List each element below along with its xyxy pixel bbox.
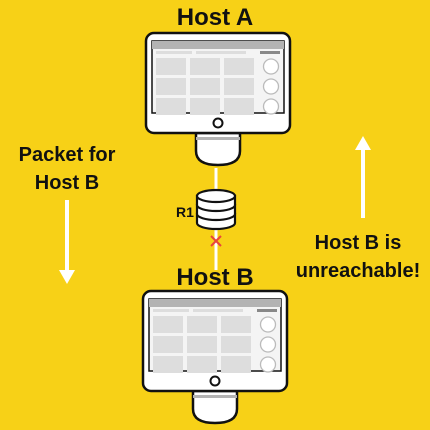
screen-toolbar-item xyxy=(153,309,189,312)
screen-cell xyxy=(156,78,186,95)
stand-shadow xyxy=(193,395,237,398)
screen-circle xyxy=(262,58,280,75)
arrow-down-icon xyxy=(59,200,75,284)
screen-cell xyxy=(156,58,186,75)
router-top xyxy=(195,188,237,204)
screen-cell xyxy=(187,356,217,373)
screen-cell xyxy=(224,58,254,75)
packet-note: Packet for Host B xyxy=(6,141,128,197)
screen-cell xyxy=(153,356,183,373)
screen-toolbar-item xyxy=(156,51,192,54)
packet-note-line-2: Host B xyxy=(34,172,100,194)
screen-circle xyxy=(262,78,280,95)
host-b-computer-icon xyxy=(141,289,289,425)
arrow-up-icon xyxy=(355,136,371,218)
screen-cell xyxy=(190,98,220,115)
stand-shadow xyxy=(196,137,240,140)
screen-cell xyxy=(221,336,251,353)
screen-cell xyxy=(187,316,217,333)
screen-cell xyxy=(221,356,251,373)
host-a-label: Host A xyxy=(176,4,254,31)
screen-cell xyxy=(156,98,186,115)
monitor-stand xyxy=(191,389,239,425)
x-stroke xyxy=(210,235,222,247)
arrow-head xyxy=(355,136,371,150)
screen-circle xyxy=(259,356,277,373)
screen-cell xyxy=(190,78,220,95)
screen-toolbar xyxy=(149,299,281,307)
unreachable-note-line-2: unreachable! xyxy=(295,260,421,282)
screen-toolbar-item xyxy=(257,309,277,312)
screen-cell xyxy=(224,98,254,115)
unreachable-note-line-1: Host B is xyxy=(314,232,402,254)
screen-circle xyxy=(262,98,280,115)
screen-cell xyxy=(190,58,220,75)
screen-circle xyxy=(259,316,277,333)
screen-toolbar-item xyxy=(260,51,280,54)
screen-cell xyxy=(221,316,251,333)
monitor-stand xyxy=(194,131,242,167)
arrow-head xyxy=(59,270,75,284)
router-label: R1 xyxy=(176,204,194,220)
screen-cell xyxy=(153,336,183,353)
unreachable-note: Host B is unreachable! xyxy=(282,229,430,285)
x-mark-icon xyxy=(210,235,222,247)
screen-circle xyxy=(259,336,277,353)
screen-cell xyxy=(224,78,254,95)
power-button xyxy=(209,375,221,387)
host-a-computer-icon xyxy=(144,31,292,167)
screen-toolbar xyxy=(152,41,284,49)
screen-cell xyxy=(187,336,217,353)
router-database-icon xyxy=(195,188,237,231)
screen-cell xyxy=(153,316,183,333)
host-b-label: Host B xyxy=(176,264,254,291)
packet-note-line-1: Packet for xyxy=(18,144,116,166)
power-button xyxy=(212,117,224,129)
screen-toolbar-item xyxy=(193,309,243,312)
screen-toolbar-item xyxy=(196,51,246,54)
